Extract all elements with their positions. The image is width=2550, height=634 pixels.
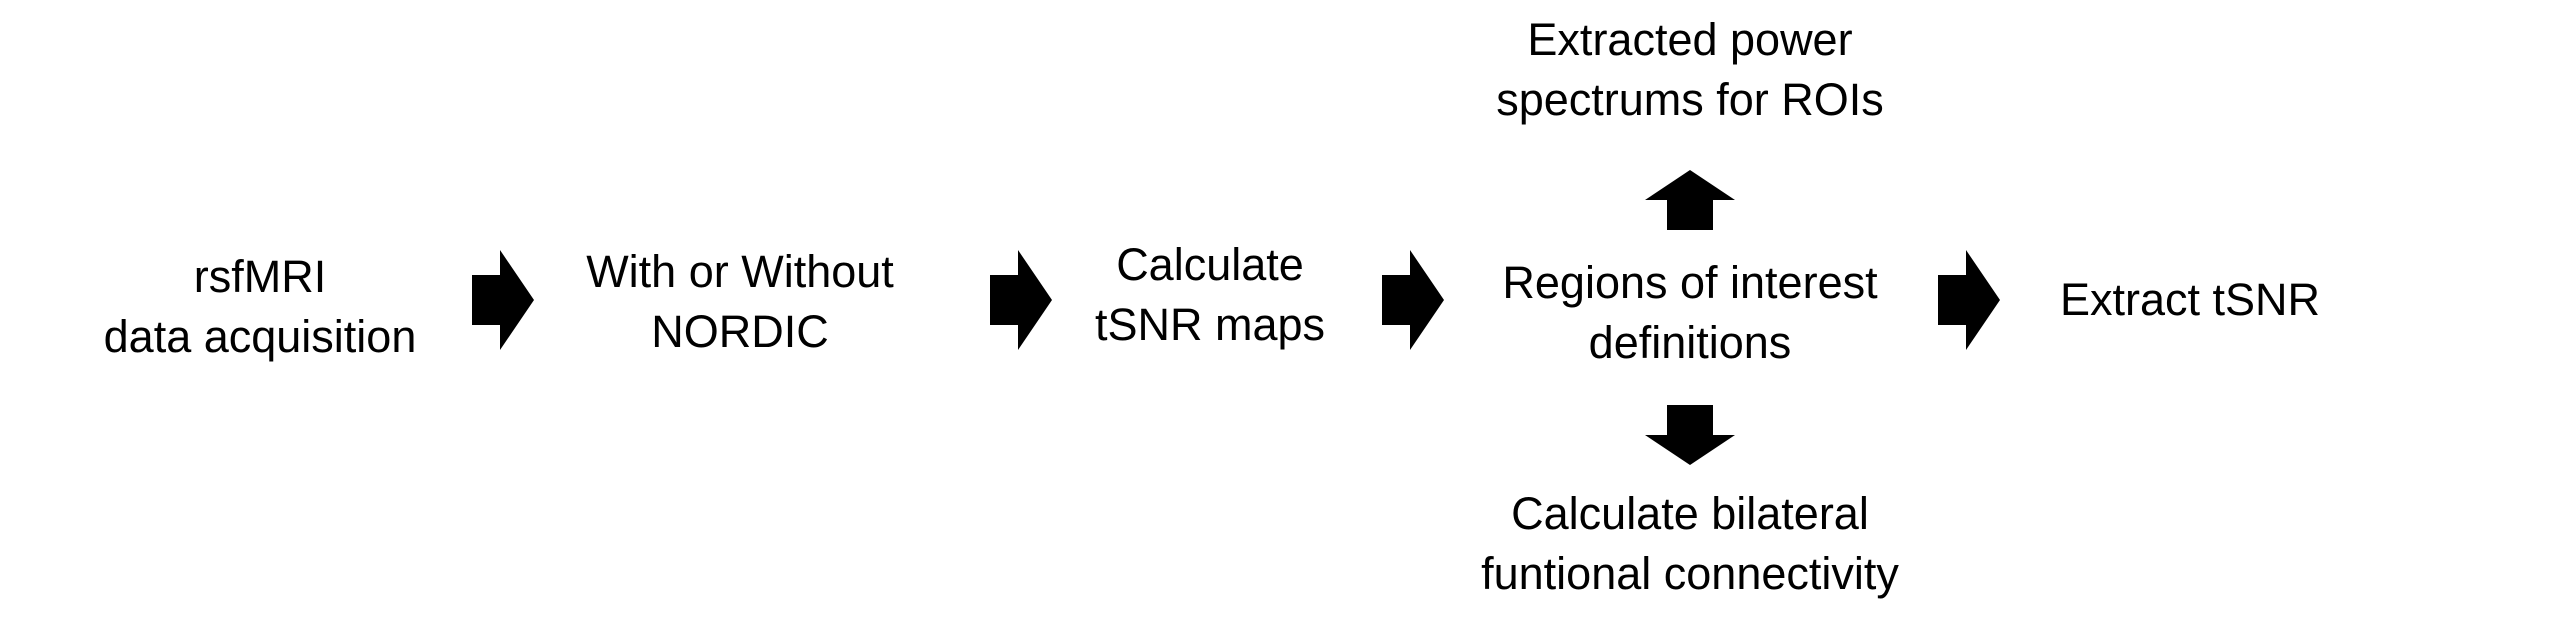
node-connectivity-line-2: funtional connectivity [1481, 548, 1899, 599]
node-nordic-line-1: With or Without [586, 246, 894, 297]
node-acquisition: rsfMRI data acquisition [60, 247, 460, 367]
arrow-roi-to-power-spectrums [1645, 170, 1735, 230]
arrow-acquisition-to-nordic [472, 250, 534, 350]
node-roi-line-1: Regions of interest [1502, 257, 1878, 308]
node-roi-line-2: definitions [1588, 317, 1792, 368]
node-connectivity: Calculate bilateral funtional connectivi… [1390, 484, 1990, 604]
node-acquisition-line-2: data acquisition [103, 311, 417, 362]
arrow-roi-to-extract-tsnr [1938, 250, 2000, 350]
node-power-spectrums: Extracted power spectrums for ROIs [1440, 10, 1940, 130]
node-extract-tsnr-line-1: Extract tSNR [2059, 274, 2321, 325]
node-power-spectrums-line-2: spectrums for ROIs [1496, 74, 1884, 125]
node-tsnr-maps-line-2: tSNR maps [1094, 299, 1326, 350]
node-nordic-line-2: NORDIC [651, 306, 829, 357]
node-power-spectrums-line-1: Extracted power [1527, 14, 1853, 65]
node-tsnr-maps: Calculate tSNR maps [1030, 235, 1390, 355]
arrow-tsnr-maps-to-roi [1382, 250, 1444, 350]
arrow-roi-to-connectivity [1645, 405, 1735, 465]
node-connectivity-line-1: Calculate bilateral [1511, 488, 1869, 539]
node-acquisition-line-1: rsfMRI [193, 251, 327, 302]
arrow-nordic-to-tsnr-maps [990, 250, 1052, 350]
node-roi: Regions of interest definitions [1440, 253, 1940, 373]
node-extract-tsnr: Extract tSNR [1990, 270, 2390, 330]
node-nordic: With or Without NORDIC [540, 242, 940, 362]
node-tsnr-maps-line-1: Calculate [1116, 239, 1304, 290]
